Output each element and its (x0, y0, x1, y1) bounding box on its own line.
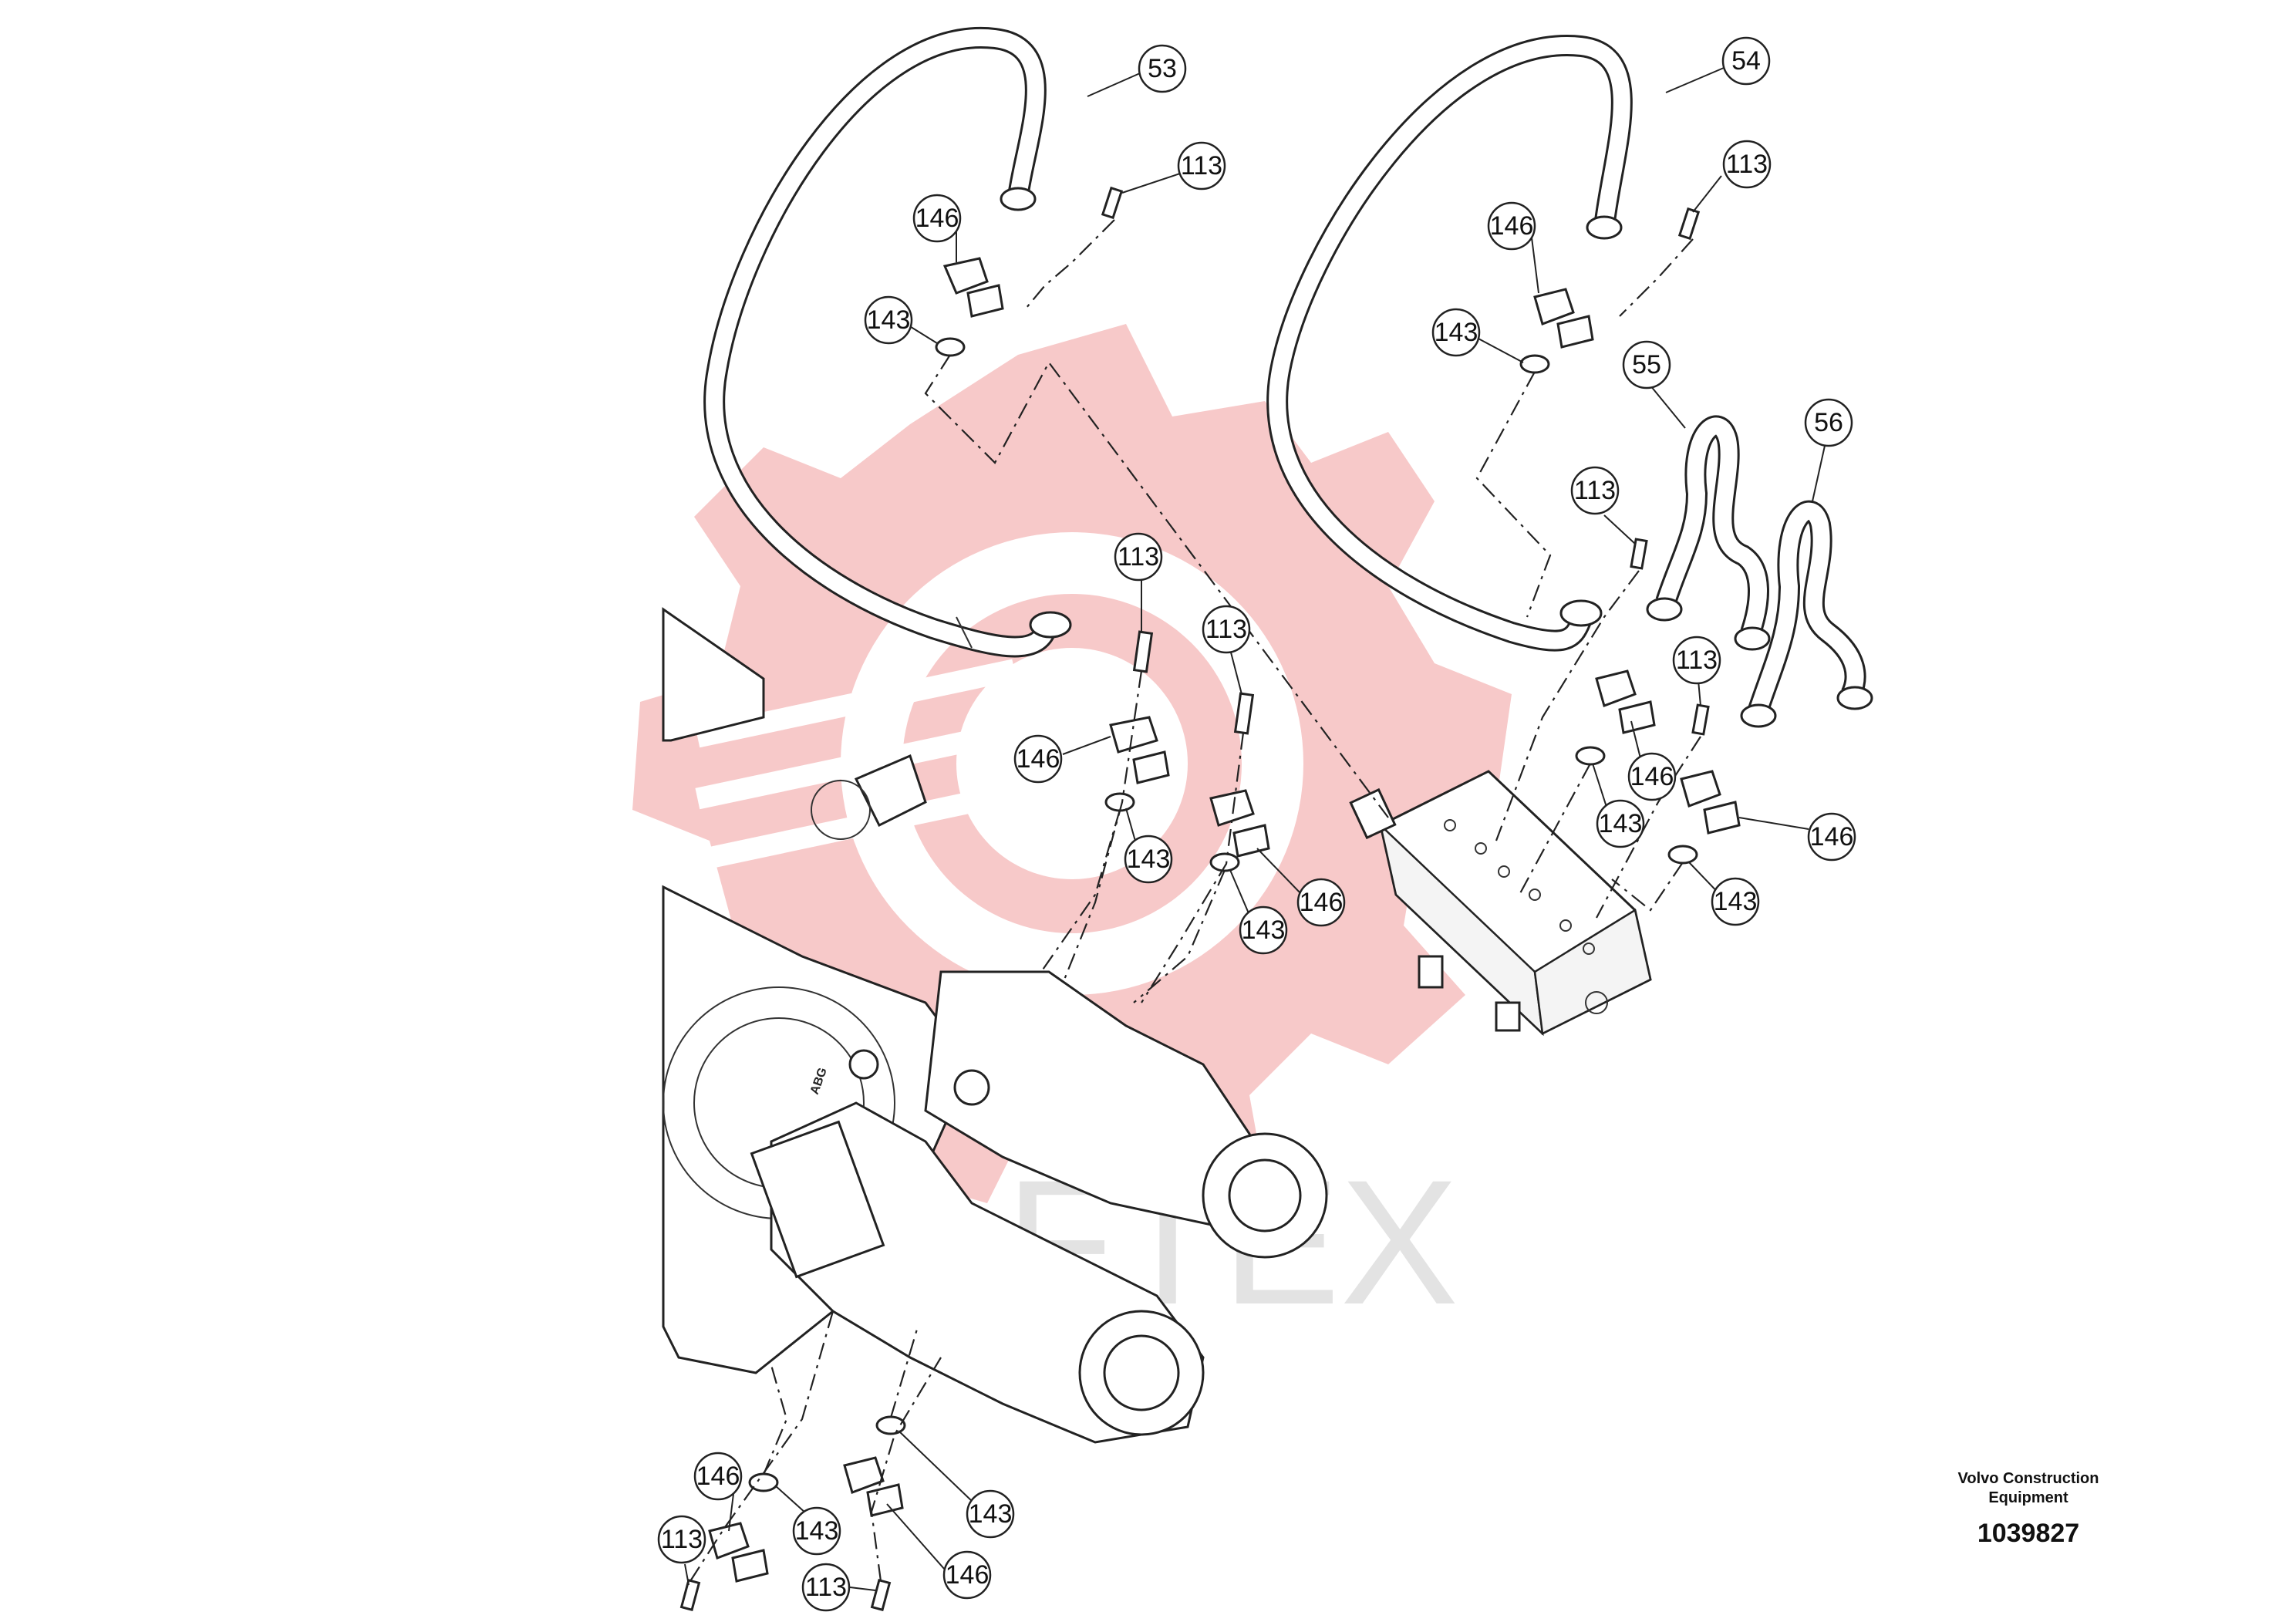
bolt-113 (679, 186, 1710, 1612)
callout-113-d: 113 (1114, 532, 1163, 582)
svg-text:143: 143 (795, 1516, 839, 1546)
svg-text:56: 56 (1814, 408, 1843, 437)
svg-text:113: 113 (1574, 476, 1616, 505)
callout-146-a: 146 (912, 194, 962, 243)
svg-text:113: 113 (1205, 615, 1247, 644)
callout-143-h: 143 (966, 1489, 1015, 1539)
callout-146-b: 146 (1487, 201, 1536, 251)
manufacturer-line-2: Equipment (1988, 1489, 2068, 1506)
callout-53: 53 (1138, 44, 1187, 93)
svg-text:113: 113 (1118, 542, 1159, 572)
svg-text:146: 146 (946, 1560, 990, 1590)
hose-56 (1740, 500, 1873, 728)
callout-54: 54 (1721, 36, 1771, 86)
svg-text:143: 143 (969, 1499, 1013, 1529)
svg-text:113: 113 (805, 1573, 847, 1602)
callout-56: 56 (1804, 398, 1853, 447)
callout-146-c: 146 (1013, 734, 1063, 784)
svg-text:54: 54 (1731, 46, 1761, 76)
callout-143-f: 143 (1711, 877, 1760, 926)
callout-146-f: 146 (1296, 878, 1346, 927)
hose-53 (703, 26, 1072, 658)
callout-143-b: 143 (1431, 308, 1481, 357)
callout-113-h: 113 (801, 1563, 851, 1612)
svg-text:146: 146 (696, 1462, 740, 1491)
svg-text:55: 55 (1632, 350, 1661, 379)
svg-text:146: 146 (1017, 744, 1060, 774)
svg-text:113: 113 (1676, 646, 1718, 675)
callout-leaders (684, 67, 1829, 1591)
svg-text:146: 146 (1300, 888, 1344, 917)
svg-text:143: 143 (1714, 887, 1758, 916)
callout-143-c: 143 (1596, 799, 1645, 848)
svg-text:143: 143 (1599, 809, 1643, 838)
footer-block: Volvo Construction Equipment 1039827 (1944, 1469, 2113, 1549)
callout-113-g: 113 (657, 1515, 706, 1564)
svg-text:143: 143 (1127, 845, 1171, 874)
svg-text:53: 53 (1148, 54, 1177, 83)
svg-text:146: 146 (1490, 211, 1534, 241)
manufacturer-line-1: Volvo Construction (1957, 1470, 2099, 1487)
svg-text:113: 113 (1181, 151, 1222, 180)
svg-text:113: 113 (661, 1525, 703, 1554)
pump-assembly: ABG (662, 607, 1328, 1444)
callout-113-c: 113 (1570, 466, 1620, 515)
hose-54 (1266, 35, 1633, 652)
svg-text:146: 146 (915, 204, 959, 233)
callout-55: 55 (1622, 340, 1671, 389)
callout-146-d: 146 (1627, 752, 1677, 801)
callout-143-d: 143 (1124, 835, 1173, 884)
svg-text:143: 143 (1242, 916, 1286, 945)
callout-143-a: 143 (864, 295, 913, 345)
flange-146 (708, 257, 1741, 1583)
callout-143-g: 143 (792, 1506, 841, 1556)
svg-text:143: 143 (867, 305, 911, 335)
callout-143-e: 143 (1239, 905, 1288, 955)
hose-55 (1646, 415, 1771, 651)
document-number: 1039827 (1977, 1519, 2080, 1548)
svg-text:143: 143 (1435, 318, 1478, 347)
callout-113-b: 113 (1722, 140, 1772, 189)
svg-text:146: 146 (1810, 822, 1854, 851)
control-valve-block (1349, 770, 1652, 1037)
svg-text:113: 113 (1726, 150, 1768, 179)
callout-113-e: 113 (1202, 605, 1251, 654)
callout-113-a: 113 (1177, 141, 1226, 191)
callout-113-f: 113 (1672, 636, 1721, 685)
connection-leaders (689, 219, 1701, 1582)
callout-146-g: 146 (693, 1452, 743, 1501)
callout-146-h: 146 (942, 1550, 992, 1600)
callout-146-e: 146 (1807, 812, 1856, 862)
svg-text:146: 146 (1630, 762, 1674, 791)
